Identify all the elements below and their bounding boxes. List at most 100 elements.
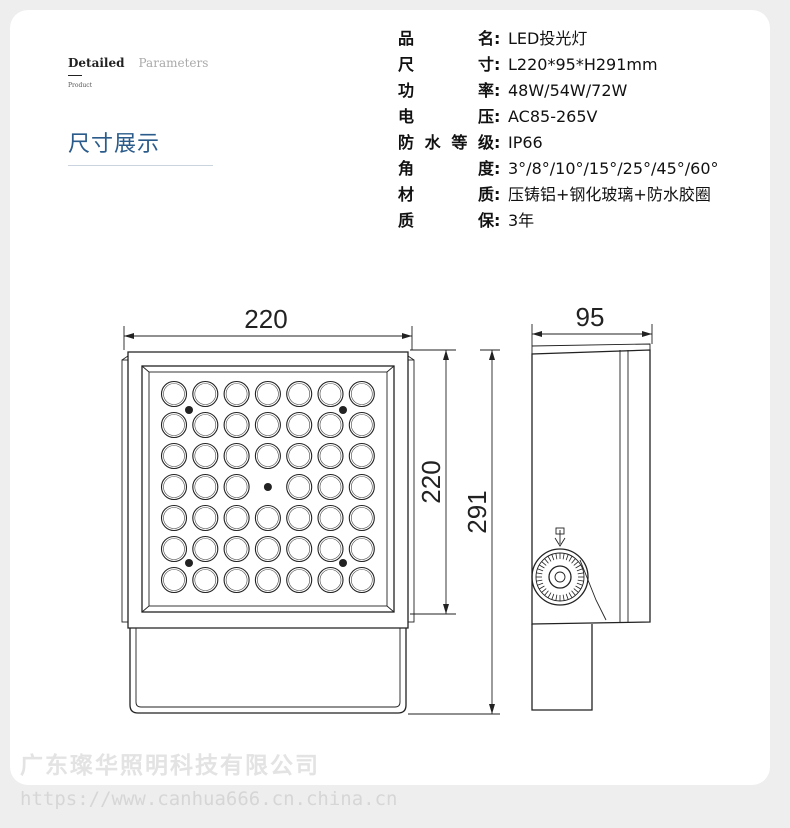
led-lens [286,411,313,439]
pivot-tick [575,564,581,569]
led-lens-inner [225,538,248,560]
pivot-tick [568,556,573,562]
spec-label: 防水等级 [398,133,494,152]
side-pivot-outer [531,548,589,606]
led-lens [317,535,344,563]
led-lens [286,535,313,563]
spec-label: 质保 [398,211,494,230]
side-pivot-hub [548,565,572,589]
led-lens [192,380,219,408]
led-lens [348,566,375,594]
led-lens-inner [194,383,217,405]
led-lens-inner [163,569,185,591]
led-lens-inner [225,414,248,436]
side-pivot-teeth [535,552,585,602]
led-lens-inner [288,538,311,560]
pivot-tick [555,553,558,560]
spec-row: 角度:3°/8°/10°/15°/25°/45°/60° [398,156,719,182]
led-lens [223,411,250,439]
led-lens [348,535,375,563]
led-lens [223,473,250,501]
led-lens [223,535,250,563]
spec-row: 功率:48W/54W/72W [398,78,627,104]
led-lens [317,504,344,532]
led-lens-inner [350,569,373,591]
pivot-tick [575,585,581,590]
spec-value: 3年 [508,211,535,230]
led-lens [286,473,313,501]
side-pivot-indicator [554,530,566,547]
front-glass-frame [141,365,395,613]
dim-ext-width [123,326,413,350]
led-lens-inner [163,538,185,560]
side-top [531,343,651,354]
spec-value: IP66 [508,133,543,152]
spec-label: 角度 [398,159,494,178]
led-lens [160,566,188,594]
corner-screw [339,406,347,414]
led-lens [317,566,344,594]
led-lens-inner [350,414,373,436]
pivot-tick [544,558,549,564]
led-lens-inner [288,476,311,498]
led-lens [348,473,375,501]
led-lens-inner [350,538,373,560]
spec-colon: : [494,81,501,100]
dim-label-depth: 95 [576,302,605,332]
led-lens [223,380,250,408]
spec-label: 材质 [398,185,494,204]
spec-label: 功率 [398,81,494,100]
led-lens [348,380,375,408]
spec-value: LED投光灯 [508,29,588,48]
led-lens-inner [288,507,311,529]
led-lens [160,504,188,532]
spec-label: 尺寸 [398,55,494,74]
dim-ext-body-height [410,349,456,615]
front-glass-inner [148,371,388,607]
corner-screw [185,559,193,567]
pivot-tick [541,588,547,593]
side-pivot-indicator-box [555,527,565,535]
led-lens-inner [225,445,248,467]
pivot-tick [544,590,549,596]
spec-row: 防水等级:IP66 [398,130,543,156]
front-bracket-inner [135,628,401,708]
header-divider [68,75,82,76]
led-lens-inner [225,383,248,405]
pivot-tick [539,564,545,569]
watermark-url: https://www.canhua666.cn.china.cn [20,788,398,810]
pivot-tick [537,582,544,586]
dim-label-width: 220 [244,304,287,334]
pivot-tick [555,594,558,601]
led-lens-inner [350,383,373,405]
led-lens-inner [194,445,217,467]
led-lens-inner [163,507,185,529]
spec-colon: : [494,185,501,204]
led-lens [160,380,188,408]
pivot-tick [551,554,555,561]
led-lens-inner [288,383,311,405]
detailed-label: Detailed [68,56,125,70]
pivot-tick [562,594,565,601]
led-lens-inner [257,445,279,467]
dim-label-body-height: 220 [416,460,446,503]
led-lens-inner [319,445,342,467]
pivot-tick [565,554,569,561]
led-lens-inner [319,414,342,436]
led-lens-inner [319,507,342,529]
led-lens-inner [225,569,248,591]
led-lens-inner [225,507,248,529]
led-lens [192,442,219,470]
led-lens [286,504,313,532]
led-lens [254,504,281,532]
led-lens-inner [257,538,279,560]
led-lens-inner [257,507,279,529]
pivot-tick [568,592,573,598]
led-lens-inner [194,538,217,560]
side-housing [531,349,651,625]
spec-colon: : [494,107,501,126]
side-bracket [531,624,593,711]
spec-label: 电压 [398,107,494,126]
